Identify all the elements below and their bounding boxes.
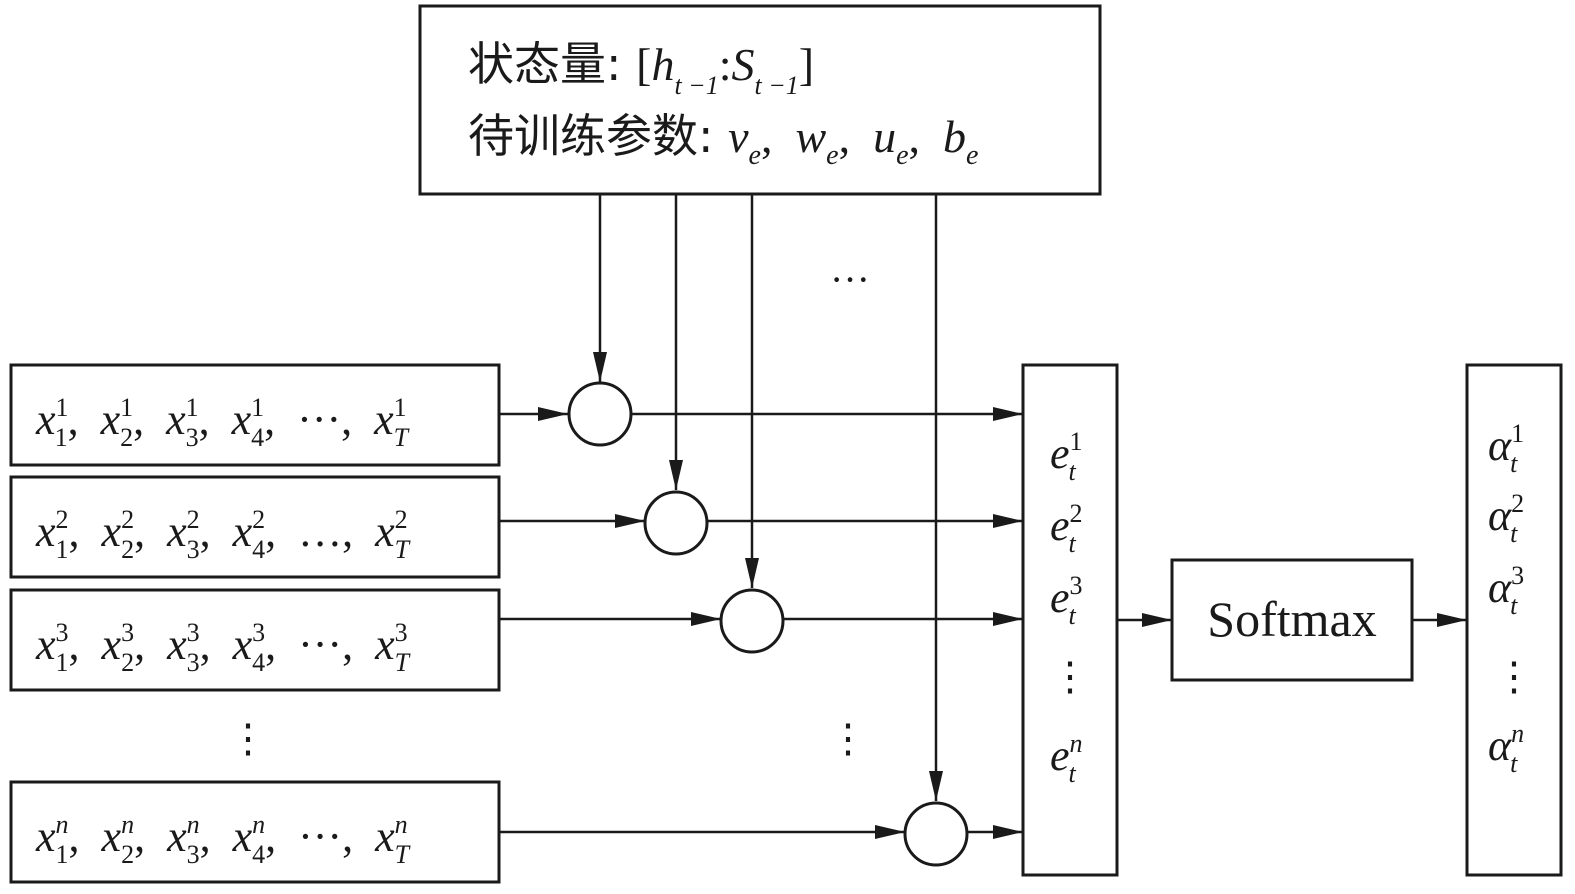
middle-vertical-ellipsis: ⋮ bbox=[828, 716, 868, 761]
trainable-params-line: 待训练参数: ve, we, ue, be bbox=[468, 109, 978, 171]
score-node-n bbox=[903, 801, 969, 867]
input-vertical-ellipsis: ⋮ bbox=[228, 716, 268, 761]
energy-column-box bbox=[1021, 363, 1119, 877]
alpha-column-box bbox=[1465, 363, 1563, 877]
input-box-3 bbox=[9, 588, 501, 692]
score-nodes bbox=[567, 381, 969, 867]
score-node-1 bbox=[567, 381, 633, 447]
energy-vertical-ellipsis: ⋮ bbox=[1050, 654, 1090, 699]
input-box-1 bbox=[9, 363, 501, 467]
softmax-label: Softmax bbox=[1207, 591, 1376, 647]
node-to-energy-arrows bbox=[632, 407, 1023, 839]
input-box-n bbox=[9, 780, 501, 884]
state-feed-lines bbox=[593, 194, 943, 801]
score-node-3 bbox=[719, 588, 785, 654]
alpha-vertical-ellipsis: ⋮ bbox=[1494, 654, 1534, 699]
state-line: 状态量: [ht −1:St −1] bbox=[468, 37, 814, 100]
feed-ellipsis: ··· bbox=[830, 257, 870, 302]
input-box-2 bbox=[9, 475, 501, 579]
input-to-node-arrows bbox=[499, 407, 905, 839]
state-parameter-box: 状态量: [ht −1:St −1] 待训练参数: ve, we, ue, be bbox=[418, 4, 1102, 196]
input-boxes bbox=[9, 363, 501, 884]
softmax-box: Softmax bbox=[1170, 558, 1414, 682]
score-node-2 bbox=[643, 490, 709, 556]
